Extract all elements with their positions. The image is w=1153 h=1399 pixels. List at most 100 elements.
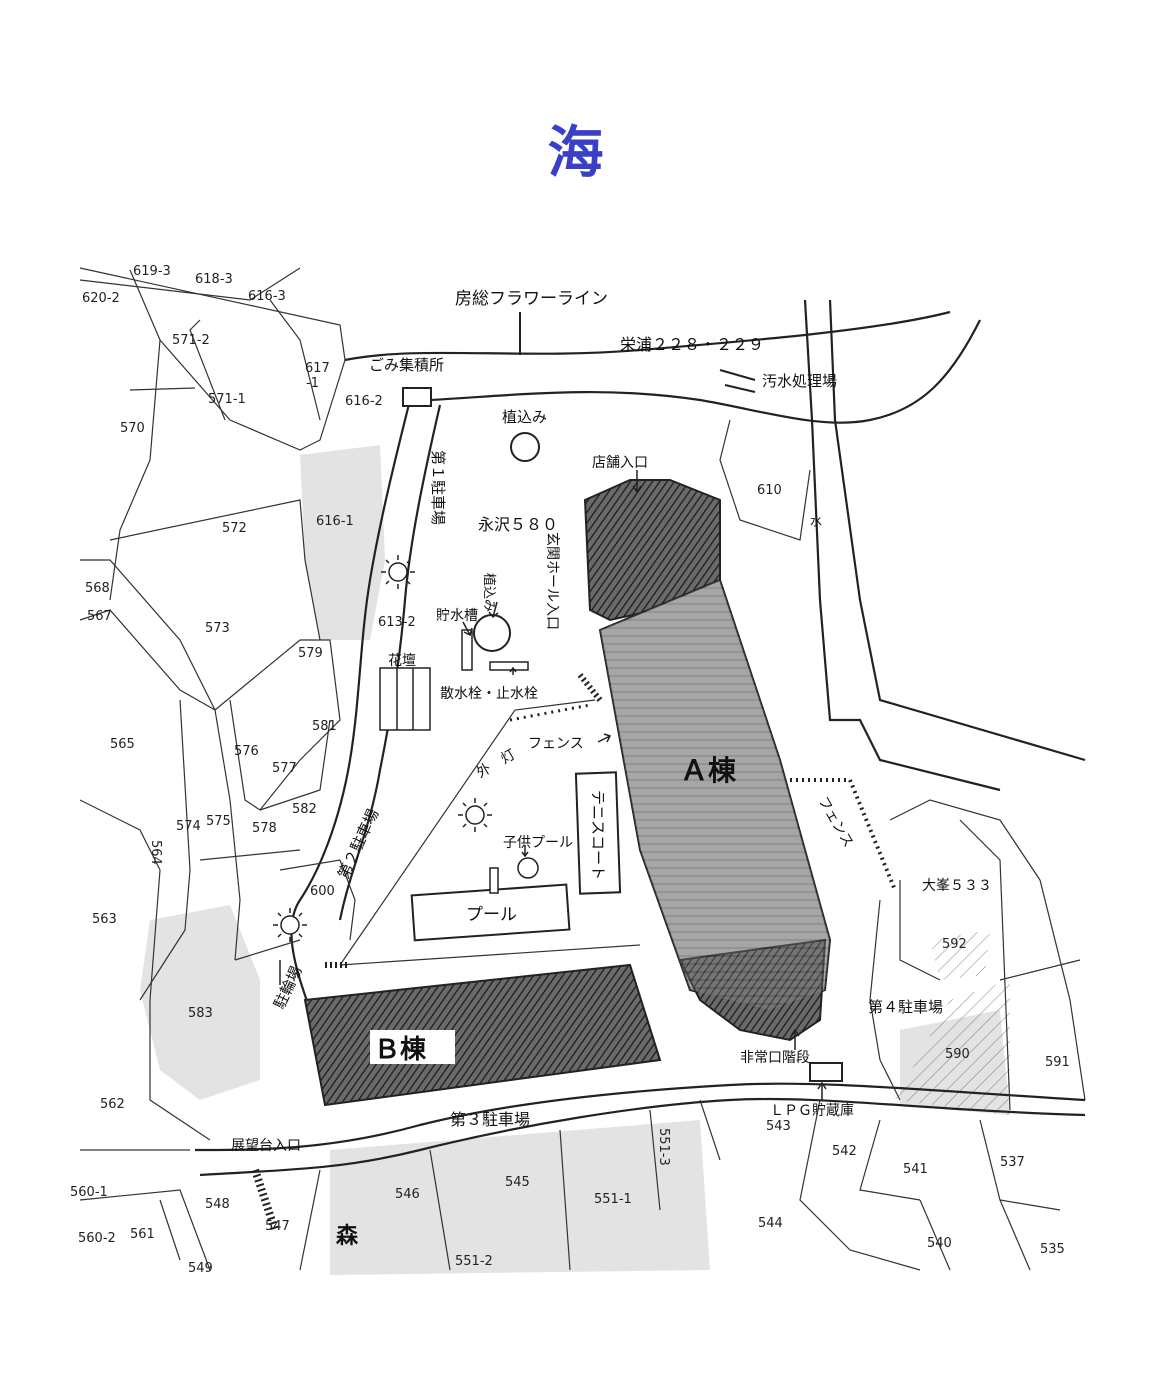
building-b-label-box	[370, 1030, 455, 1064]
lpg-box	[809, 1062, 843, 1082]
arrow-down-icon	[488, 601, 499, 619]
light-icon	[381, 555, 415, 589]
map-title: 海	[547, 121, 606, 186]
lot-label: 549	[188, 1261, 213, 1276]
lot-label: 548	[205, 1197, 230, 1212]
side-road	[803, 299, 1086, 792]
lot-label: 617	[305, 361, 330, 376]
arrow-icons	[279, 470, 827, 1100]
lot-label: 565	[110, 737, 135, 752]
hydrant-label: 散水栓・止水栓	[440, 686, 538, 702]
lot-label: 560-1	[70, 1185, 108, 1200]
forest-label: 森	[336, 1223, 359, 1249]
lookout-label: 展望台入口	[231, 1138, 301, 1154]
lot-label: 560-2	[78, 1231, 116, 1246]
lot-label: 570	[120, 421, 145, 436]
lot-label: 541	[903, 1162, 928, 1177]
parcel-lines	[79, 267, 1086, 1271]
lot-label: 535	[1040, 1242, 1065, 1257]
parking1-label: 第１駐車場	[429, 450, 447, 525]
lot-label: 613-2	[378, 615, 416, 630]
lot-label: 562	[100, 1097, 125, 1112]
lot-label: 571-2	[172, 333, 210, 348]
building-b	[303, 963, 662, 1107]
arrow-down-icon	[462, 621, 473, 637]
oomine-label: 大峯５３３	[922, 878, 992, 894]
lot-label: 592	[942, 937, 967, 952]
main-road	[344, 310, 981, 424]
emergency-stairs-label: 非常口階段	[740, 1050, 810, 1066]
lot-label: 591	[1045, 1055, 1070, 1070]
lot-label: 616-3	[248, 289, 286, 304]
lot-label: 546	[395, 1187, 420, 1202]
fence-left-label: フェンス	[528, 736, 584, 752]
fences-and-stairs	[251, 369, 897, 1232]
lot-label: 563	[92, 912, 117, 927]
lot-label: -1	[306, 376, 319, 391]
map-area	[68, 262, 1088, 1277]
arrow-down-icon	[632, 470, 642, 494]
planting-features	[379, 387, 843, 1082]
sakaura-label: 栄浦２２８・２２９	[620, 335, 764, 354]
tennis-label: テニスコート	[589, 790, 607, 880]
lot-label: 582	[292, 802, 317, 817]
parking3-label: 第３駐車場	[450, 1110, 530, 1129]
lot-label: 610	[757, 483, 782, 498]
arrow-up-icon	[790, 1028, 800, 1050]
building-a-label: Ａ棟	[680, 754, 737, 787]
arrow-up-icon	[509, 666, 517, 675]
lot-label: 547	[265, 1219, 290, 1234]
lot-label: 620-2	[82, 291, 120, 306]
parking4-label: 第４駐車場	[868, 998, 943, 1016]
planting-top-label: 植込み	[502, 408, 547, 426]
outdoor-light-icons	[273, 555, 492, 942]
bottom-road	[194, 1082, 1086, 1177]
garbage-label: ごみ集積所	[369, 356, 444, 374]
arrow-up-icon	[817, 1081, 827, 1100]
lot-label: 583	[188, 1006, 213, 1021]
lot-label: 579	[298, 646, 323, 661]
arrow-right-icon	[597, 733, 612, 743]
entrance-hall-label: 玄関ホール入口	[544, 532, 561, 630]
lot-label: 544	[758, 1216, 783, 1231]
lot-label: 581	[312, 719, 337, 734]
light-icon	[458, 798, 492, 832]
pool-area	[410, 771, 622, 942]
lot-label: 575	[206, 814, 231, 829]
lot-label: 551-1	[594, 1192, 632, 1207]
water-mark-label: 水	[810, 514, 822, 528]
sewage-label: 汚水処理場	[762, 372, 837, 390]
lot-label: 616-1	[316, 514, 354, 529]
lot-label: 568	[85, 581, 110, 596]
lot-label: 543	[766, 1119, 791, 1134]
lot-label: 578	[252, 821, 277, 836]
lot-label: 573	[205, 621, 230, 636]
lot-label: 545	[505, 1175, 530, 1190]
lot-label: 572	[222, 521, 247, 536]
pool-label: プール	[466, 905, 517, 925]
garbage-box	[402, 387, 432, 407]
lpg-label: ＬＰＧ貯蔵庫	[770, 1102, 854, 1119]
lot-label: 551-3	[656, 1128, 671, 1166]
lot-numbers: 619-3 618-3 620-2 616-3 571-2 617 -1 616…	[70, 264, 1070, 1276]
water-tank-label: 貯水槽	[436, 608, 478, 624]
nagasawa-label: 永沢５８０	[478, 515, 558, 534]
shop-entrance-label: 店舗入口	[592, 455, 648, 471]
building-b-label: Ｂ棟	[374, 1035, 427, 1065]
building-a	[583, 479, 832, 1042]
light-icon	[273, 908, 307, 942]
flower-bed-label: 花壇	[388, 652, 416, 669]
lot-label: 571-1	[208, 392, 246, 407]
lot-label: 567	[87, 609, 112, 624]
planting-mid-label: 植込み	[481, 573, 496, 612]
lot-label: 551-2	[455, 1254, 493, 1269]
lot-label: 561	[130, 1227, 155, 1242]
site-outline	[339, 699, 641, 966]
lot-label: 576	[234, 744, 259, 759]
lot-label: 540	[927, 1236, 952, 1251]
lot-label: 600	[310, 884, 335, 899]
lot-label: 616-2	[345, 394, 383, 409]
arrow-down-icon	[521, 845, 529, 858]
lot-label: 590	[945, 1047, 970, 1062]
